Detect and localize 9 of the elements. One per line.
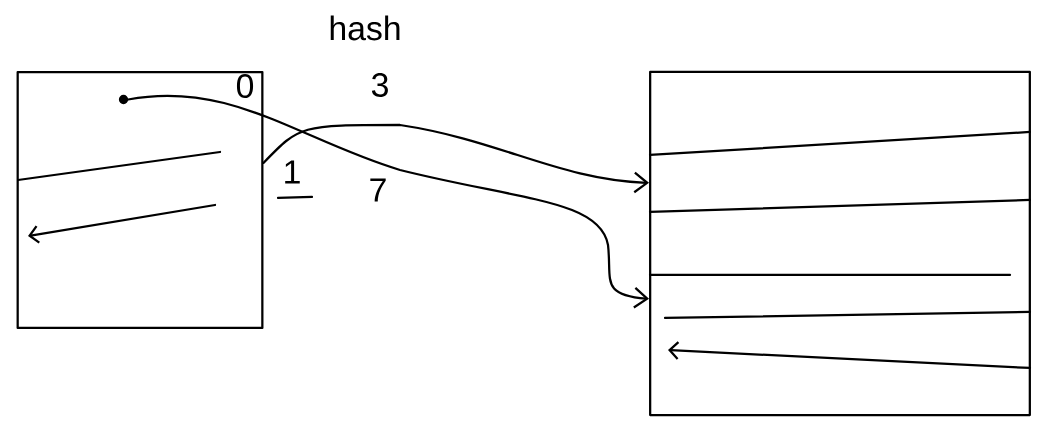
table-box: [649, 70, 1031, 417]
label: 7: [370, 178, 386, 202]
label: 0: [236, 74, 254, 98]
label: 3: [371, 73, 388, 97]
label: 1: [285, 160, 300, 184]
table-box: [16, 70, 264, 330]
label: hash: [330, 15, 400, 41]
arrow: [262, 123, 650, 194]
arrow: [127, 94, 650, 309]
